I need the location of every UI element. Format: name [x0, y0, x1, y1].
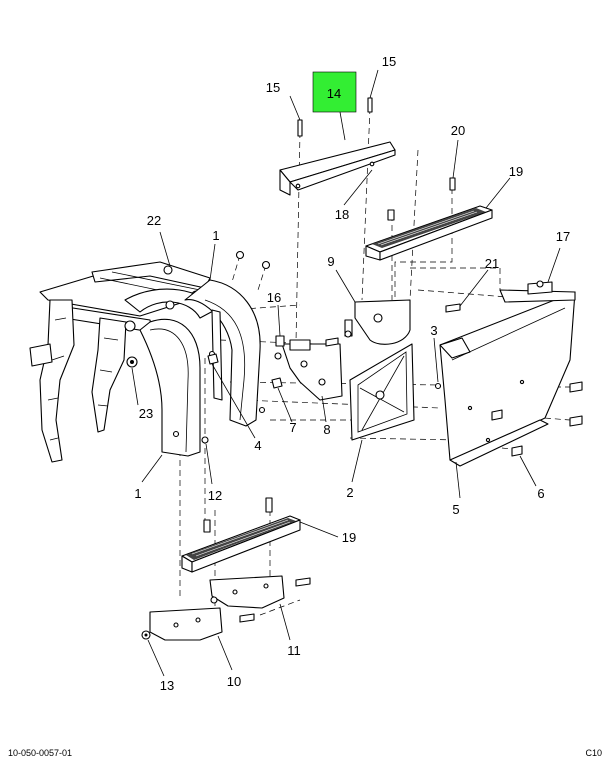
step-bracket-part-9	[344, 299, 411, 345]
callout-19-lower: 19	[342, 530, 356, 545]
callout-12: 12	[208, 488, 222, 503]
step-bracket-part-10	[149, 607, 223, 641]
mount-bracket-part-8	[281, 339, 343, 401]
callout-5: 5	[452, 502, 459, 517]
callout-11: 11	[287, 643, 301, 658]
callout-10: 10	[227, 674, 241, 689]
page-code: C10	[585, 748, 602, 758]
callout-22: 22	[147, 213, 161, 228]
callout-8: 8	[323, 422, 330, 437]
callout-23: 23	[139, 406, 153, 421]
callout-1-upper: 1	[212, 228, 219, 243]
x-brace-plate-part-2	[349, 343, 415, 441]
callout-20: 20	[451, 123, 465, 138]
drawing-number: 10-050-0057-01	[8, 748, 73, 758]
callout-13: 13	[160, 678, 174, 693]
top-angle-bracket-part-18	[279, 141, 396, 196]
splash-shield-part-1	[139, 279, 266, 457]
callout-6: 6	[537, 486, 544, 501]
frame-bracket-assembly	[29, 261, 216, 463]
callout-16: 16	[267, 290, 281, 305]
highlight-box-14	[312, 71, 357, 113]
step-bracket-part-11	[209, 575, 285, 609]
tread-slots	[377, 210, 478, 246]
callout-7: 7	[289, 420, 296, 435]
callout-15-left: 15	[266, 80, 280, 95]
callout-2: 2	[346, 485, 353, 500]
callout-3: 3	[430, 323, 437, 338]
leader-lines	[131, 69, 561, 677]
lower-step-part-19	[181, 515, 301, 573]
fasteners	[141, 97, 583, 640]
callout-14: 14	[327, 86, 341, 101]
callout-18: 18	[335, 207, 349, 222]
callout-19-upper: 19	[509, 164, 523, 179]
callout-4: 4	[254, 438, 261, 453]
callout-1-lower: 1	[134, 486, 141, 501]
callout-21: 21	[485, 256, 499, 271]
callout-9: 9	[327, 254, 334, 269]
callout-15-right: 15	[382, 54, 396, 69]
callout-17: 17	[556, 229, 570, 244]
upper-step-part-19	[365, 205, 493, 261]
callout-labels: 14 15 15 20 19 18 17 21 22 1 9 16 3 23 7…	[134, 54, 570, 693]
shield-panel-part-5	[439, 281, 576, 467]
